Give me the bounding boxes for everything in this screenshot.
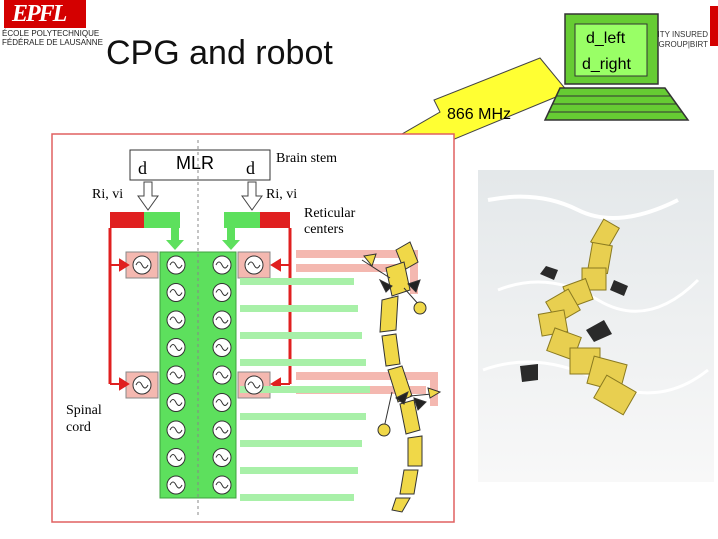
epfl-logo-line1: ÉCOLE POLYTECHNIQUE (2, 29, 100, 38)
body-oscillator-left (166, 393, 186, 412)
mlr-d-right: d (246, 158, 255, 178)
body-output-arrow (240, 467, 358, 474)
body-oscillator-left (166, 448, 186, 467)
body-output-arrow (240, 359, 366, 366)
mlr-arrow-right (241, 181, 263, 211)
r-v-right-label: Ri, vi (266, 187, 298, 202)
robot-photo (478, 170, 714, 482)
body-oscillator-left (166, 420, 186, 440)
body-oscillator-right (212, 365, 232, 385)
reticular-label-line1: Reticular (304, 206, 356, 221)
body-output-arrow (240, 332, 362, 339)
epfl-logo-mark: EPFL (4, 0, 86, 28)
body-oscillator-left (166, 338, 186, 357)
radio-frequency-label: 866 MHz (447, 106, 512, 123)
oscillator-grid (132, 255, 264, 495)
spinal-cord-label-line1: Spinal (66, 403, 102, 418)
body-oscillator-right (212, 255, 232, 275)
robot-schematic (361, 241, 442, 513)
mlr-box (129, 149, 271, 181)
body-oscillator-left (166, 365, 186, 385)
reticular-label-line2: centers (304, 222, 344, 237)
body-oscillator-left (166, 255, 186, 275)
body-output-arrow (240, 494, 354, 501)
body-oscillator-left (166, 475, 186, 495)
body-output-arrow (240, 386, 370, 393)
partner-logo-line1: ITY INSURED (657, 30, 708, 39)
body-oscillator-right (212, 448, 232, 467)
limb-oscillator (132, 255, 152, 275)
partner-logo-bar (710, 6, 718, 46)
partner-logo: ITY INSURED S GROUP|BIRT (651, 0, 718, 50)
laptop-icon (543, 13, 690, 121)
body-output-arrow (240, 440, 362, 447)
laptop-label-d-right: d_right (582, 56, 631, 73)
mlr-label: MLR (176, 153, 215, 173)
limb-oscillator (244, 375, 264, 395)
mlr-d-left: d (138, 158, 147, 178)
r-v-left-label: Ri, vi (92, 187, 124, 202)
body-oscillator-right (212, 393, 232, 412)
spinal-cord-label-line2: cord (66, 420, 91, 435)
mlr-arrow-left (137, 181, 159, 211)
laptop-label-d-left: d_left (586, 30, 626, 47)
body-output-arrows (240, 278, 370, 501)
body-oscillator-right (212, 283, 232, 302)
body-oscillator-left (166, 310, 186, 330)
brain-stem-label: Brain stem (276, 151, 338, 166)
slide-title: CPG and robot (106, 34, 333, 72)
limb-oscillator (132, 375, 152, 395)
body-output-arrow (240, 278, 354, 285)
epfl-logo-line2: FÉDÉRALE DE LAUSANNE (2, 38, 103, 47)
body-output-arrow (240, 413, 366, 420)
body-oscillator-right (212, 420, 232, 440)
body-output-arrow (240, 305, 358, 312)
body-oscillator-right (212, 338, 232, 357)
epfl-logo: EPFL ÉCOLE POLYTECHNIQUE FÉDÉRALE DE LAU… (0, 0, 103, 48)
body-oscillator-right (212, 310, 232, 330)
body-oscillator-right (212, 475, 232, 495)
body-oscillator-left (166, 283, 186, 302)
limb-oscillator (244, 255, 264, 275)
partner-logo-line2: S GROUP|BIRT (650, 40, 708, 49)
